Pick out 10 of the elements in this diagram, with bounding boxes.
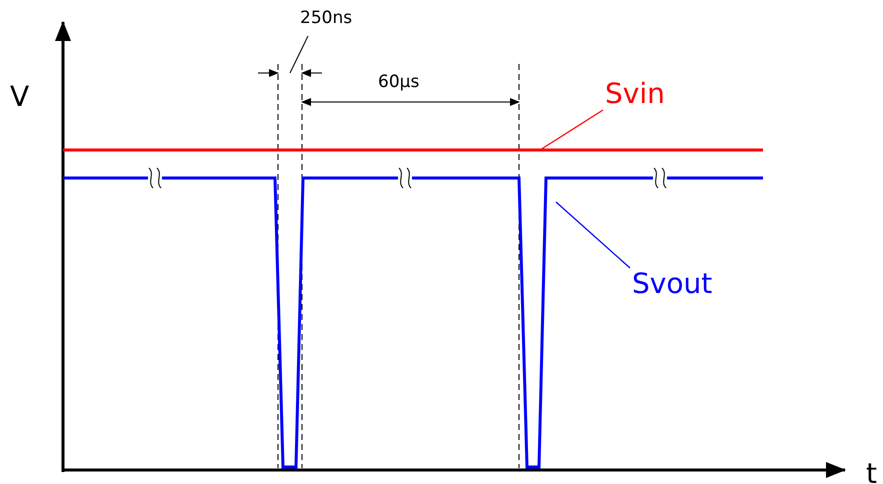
output-signal-trace <box>63 176 763 468</box>
input-signal-trace <box>63 148 763 152</box>
axis-label: V <box>10 83 30 111</box>
dimension-label: 60μs <box>378 74 420 91</box>
axis-label: t <box>866 460 877 484</box>
dimension-label: 250ns <box>300 10 352 27</box>
leader-line <box>540 110 604 150</box>
signal-label: Svout <box>632 270 712 298</box>
signal-label: Svin <box>605 80 665 108</box>
leader-line <box>556 202 630 268</box>
